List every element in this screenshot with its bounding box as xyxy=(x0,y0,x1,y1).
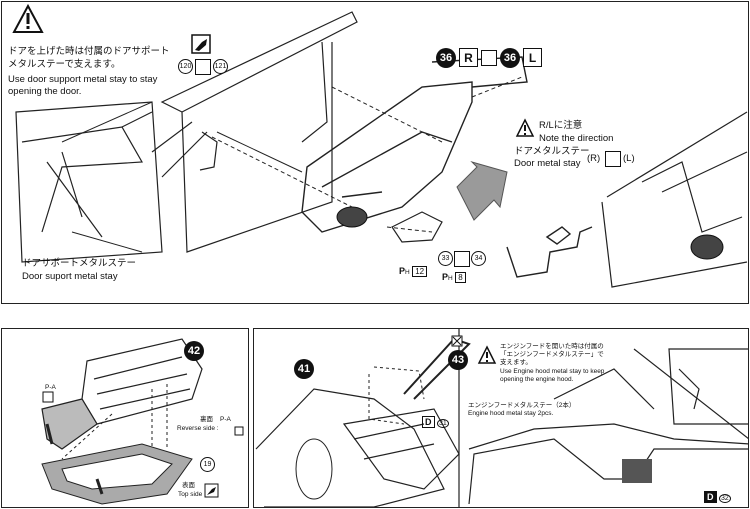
stay-en: Engine hood metal stay 2pcs. xyxy=(468,410,554,417)
support-jp: ドアサポートメタルステー xyxy=(22,258,137,269)
ph8-label: PH 8 xyxy=(442,272,466,283)
door-support-step-panel: ドアを上げた時は付属のドアサポート メタルステーで支えます。 Use door … xyxy=(1,1,749,304)
part-34: 34 xyxy=(471,251,486,266)
instruction-en: Use door support metal stay to stay xyxy=(8,74,158,85)
part-120: 120 xyxy=(178,59,193,74)
part-42: 42 xyxy=(184,341,204,361)
stay-jp: ドアメタルステー xyxy=(514,146,590,157)
d31-label: D 31 xyxy=(422,416,449,429)
direction-arrow xyxy=(456,160,508,221)
hood-warning-icon xyxy=(477,345,497,364)
bowtie-icon xyxy=(481,50,497,66)
instruction-en-2: opening the door. xyxy=(8,86,82,97)
reverse-en: Reverse side : xyxy=(177,425,219,432)
part-41: 41 xyxy=(294,359,314,379)
ph-sub: H xyxy=(405,269,410,276)
stay-jp: エンジンフードメタルステー（2本） xyxy=(468,402,576,409)
engine-hood-step-panel: 41 43 D 31 エンジンフードを開いた時は付属の 「エンジンフードメタルス… xyxy=(253,328,749,508)
door-frame-sketch xyxy=(160,11,358,253)
reverse-jp: 裏面 xyxy=(200,416,213,423)
instruction-jp: ドアを上げた時は付属のドアサポート xyxy=(8,46,170,57)
d32-label: D 32 xyxy=(704,491,731,504)
engine-cover-step-panel: 42 P-A 裏面 Reverse side : P-A 19 表面 Top s… xyxy=(1,328,249,508)
door-metal-stay-sketch xyxy=(506,226,593,278)
hood-jp-1: エンジンフードを開いた時は付属の xyxy=(500,343,604,350)
bowtie-icon xyxy=(605,151,621,167)
engine-cover-illustration xyxy=(41,338,244,505)
note-jp: R/Lに注意 xyxy=(539,120,583,131)
door-assembly-illustration xyxy=(12,3,748,288)
bowtie-icon xyxy=(195,59,211,75)
top-en: Top side : xyxy=(178,491,206,498)
part-36-r: 36 xyxy=(436,48,456,68)
note-en: Note the direction xyxy=(539,133,614,144)
d-letter: D xyxy=(704,491,717,503)
hood-en-2: opening the engine hood. xyxy=(500,376,574,383)
d31-value: 31 xyxy=(437,419,449,428)
door-closeup-sketch xyxy=(15,101,208,263)
warning-icon xyxy=(12,3,44,33)
ph8-value: 8 xyxy=(455,272,466,283)
hood-jp-2: 「エンジンフードメタルステー」で xyxy=(500,351,604,358)
part-19: 19 xyxy=(200,457,215,472)
hood-en-1: Use Engine hood metal stay to keep xyxy=(500,368,605,375)
ph12-value: 12 xyxy=(412,266,428,277)
pa-label: P-A xyxy=(45,384,56,391)
ph-prefix: P xyxy=(399,266,406,276)
label-l: L xyxy=(523,48,542,67)
ph12-label: PH 12 xyxy=(399,266,428,277)
right-door-sketch xyxy=(601,111,748,288)
part-33: 33 xyxy=(438,251,453,266)
hood-jp-3: 支えます。 xyxy=(500,359,532,366)
d-letter: D xyxy=(422,416,435,428)
ph-prefix: P xyxy=(442,272,449,282)
stay-l: (L) xyxy=(623,153,635,164)
part-36-l: 36 xyxy=(500,48,520,68)
bowtie-icon xyxy=(454,251,470,267)
instruction-jp-2: メタルステーで支えます。 xyxy=(8,59,121,70)
top-jp: 表面 xyxy=(182,482,195,489)
door-panel-sketch xyxy=(301,56,528,233)
paint-icon xyxy=(191,34,211,54)
support-en: Door suport metal stay xyxy=(22,271,118,282)
note-warning-icon xyxy=(515,118,535,137)
stay-r: (R) xyxy=(587,153,601,164)
stay-en: Door metal stay xyxy=(514,158,581,169)
ph-sub: H xyxy=(448,275,453,282)
part-43: 43 xyxy=(448,350,468,370)
label-r: R xyxy=(459,48,478,67)
reverse-code: P-A xyxy=(220,416,231,423)
part-121: 121 xyxy=(213,59,228,74)
d32-value: 32 xyxy=(719,494,731,503)
